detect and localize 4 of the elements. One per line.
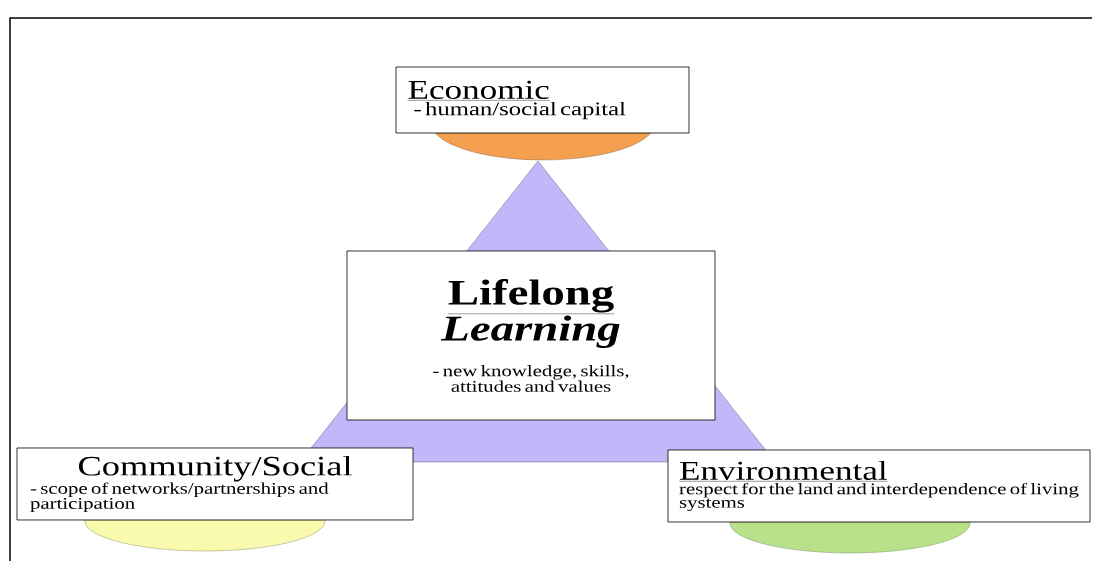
- text-box: Community/Social - scope of networks/partnerships and participation: [16, 447, 414, 521]
- text-box: Economic - human/social capital: [395, 66, 690, 134]
- text-box: Environmental respect for the land and interdependence of living systems: [667, 449, 1091, 523]
- text-box: Lifelong Learning - new knowledge, skills, attitudes and values: [346, 250, 716, 421]
